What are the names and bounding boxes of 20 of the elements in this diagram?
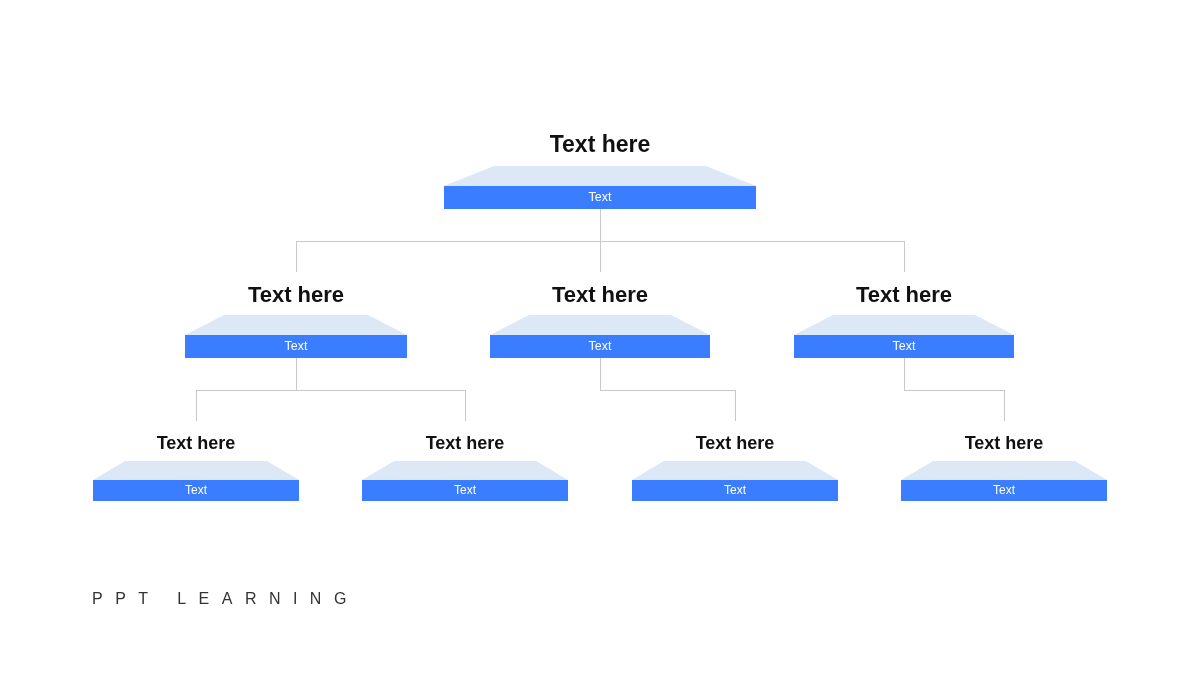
node-heading: Text here	[695, 433, 775, 454]
platform-label: Text	[185, 315, 407, 358]
connector-line	[599, 357, 736, 422]
platform-label: Text	[901, 461, 1107, 501]
footer-text: PPT LEARNING	[92, 590, 359, 608]
platform-label: Text	[444, 166, 756, 209]
node-heading: Text here	[549, 131, 651, 158]
node-heading: Text here	[964, 433, 1044, 454]
platform-label: Text	[794, 315, 1014, 358]
platform-label: Text	[93, 461, 299, 501]
node-heading: Text here	[247, 282, 345, 308]
platform-label: Text	[362, 461, 568, 501]
node-heading: Text here	[425, 433, 505, 454]
connector-line	[903, 357, 1005, 422]
node-heading: Text here	[855, 282, 953, 308]
platform-label: Text	[490, 315, 710, 358]
platform-label: Text	[632, 461, 838, 501]
connector-line	[195, 357, 297, 422]
node-heading: Text here	[551, 282, 649, 308]
node-heading: Text here	[156, 433, 236, 454]
